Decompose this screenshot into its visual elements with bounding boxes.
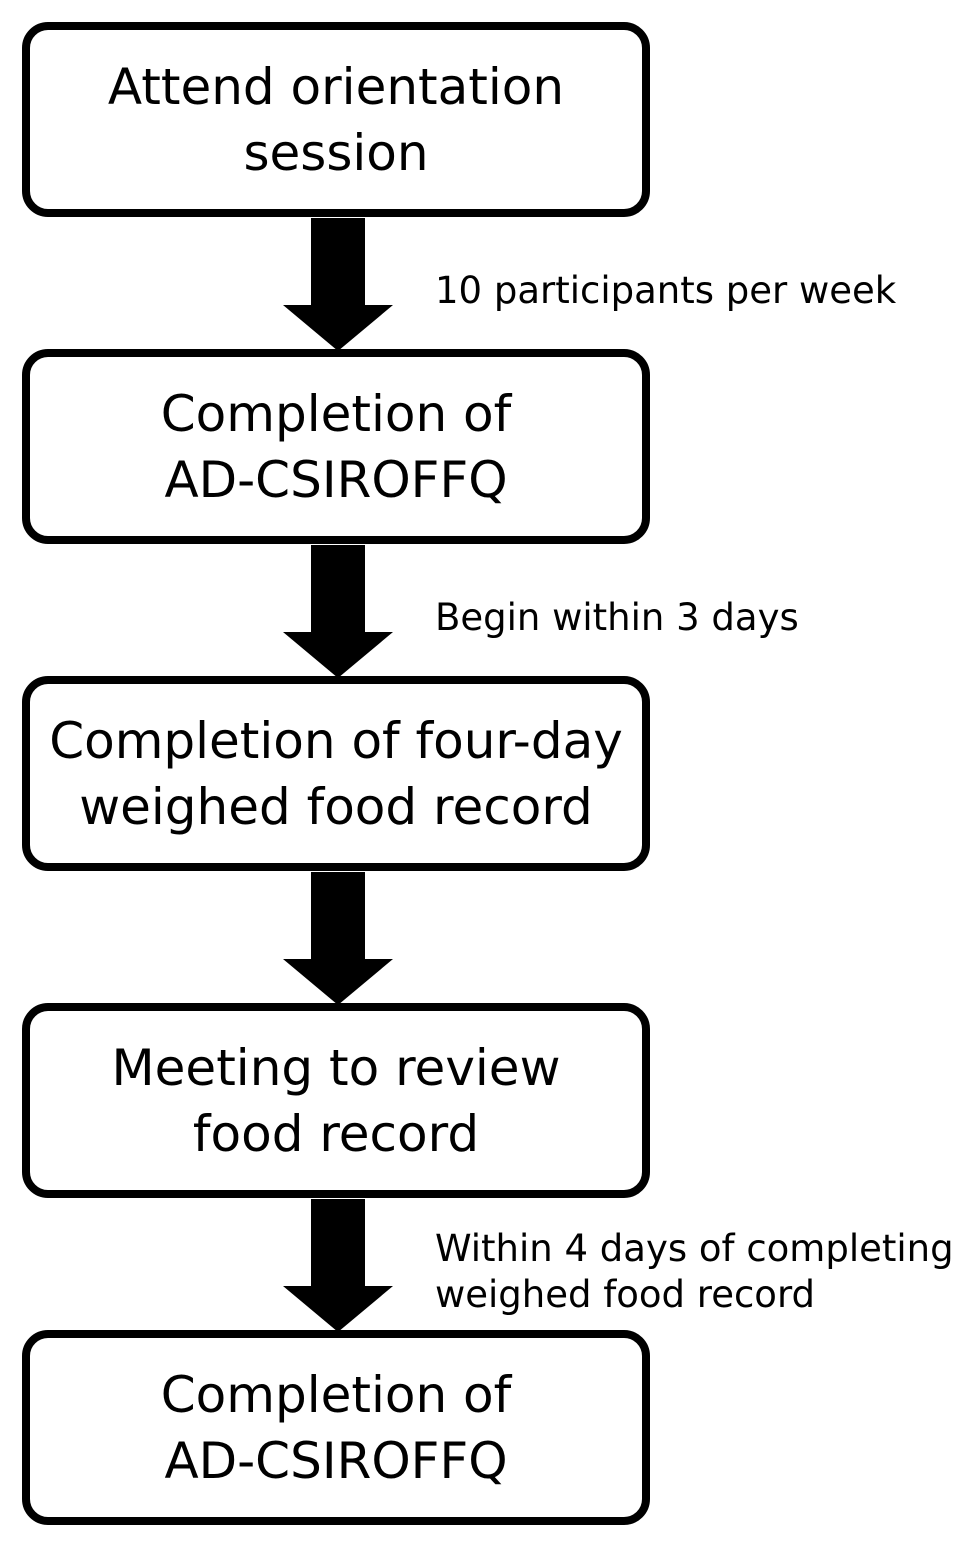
- step-text-line: session: [243, 123, 429, 182]
- step-box-review-meeting: Meeting to review food record: [22, 1003, 650, 1198]
- down-arrow-icon: [283, 218, 393, 351]
- step-box-food-record: Completion of four-day weighed food reco…: [22, 676, 650, 871]
- step-text-line: Completion of: [160, 1365, 512, 1424]
- transition-label-line: Within 4 days of completing: [435, 1227, 954, 1270]
- step-text-line: AD-CSIROFFQ: [164, 450, 508, 509]
- down-arrow-icon: [283, 872, 393, 1005]
- step-text-line: Completion of: [160, 384, 512, 443]
- step-box-ffq-second: Completion of AD-CSIROFFQ: [22, 1330, 650, 1525]
- down-arrow-icon: [283, 545, 393, 678]
- step-text-line: AD-CSIROFFQ: [164, 1431, 508, 1490]
- step-text-line: food record: [192, 1104, 480, 1163]
- down-arrow-icon: [283, 1199, 393, 1332]
- step-text-line: Attend orientation: [107, 57, 565, 116]
- step-text-line: Completion of four-day: [49, 711, 623, 770]
- transition-label: Begin within 3 days: [435, 595, 799, 641]
- transition-label: Within 4 days of completing weighed food…: [435, 1226, 954, 1318]
- step-box-orientation: Attend orientation session: [22, 22, 650, 217]
- transition-label-line: 10 participants per week: [435, 269, 897, 312]
- step-box-ffq-first: Completion of AD-CSIROFFQ: [22, 349, 650, 544]
- step-text-line: Meeting to review: [111, 1038, 561, 1097]
- transition-label: 10 participants per week: [435, 268, 896, 314]
- step-text-line: weighed food record: [79, 777, 593, 836]
- transition-label-line: Begin within 3 days: [435, 596, 799, 639]
- transition-label-line: weighed food record: [435, 1273, 815, 1316]
